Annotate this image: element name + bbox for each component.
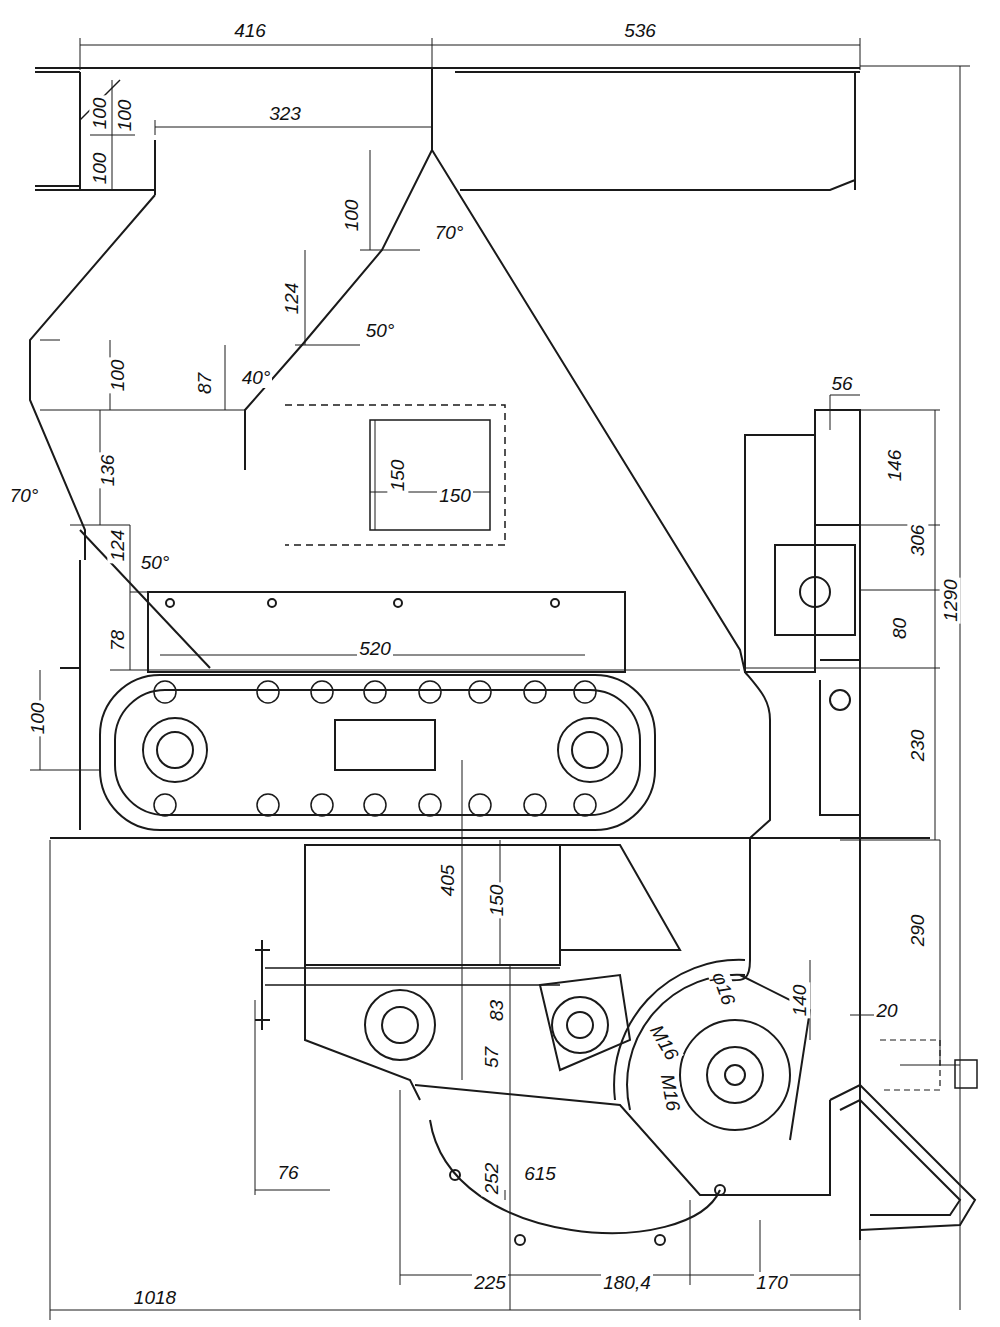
dimension-label: 100 (89, 150, 110, 186)
dimension-label: 405 (437, 862, 458, 898)
dimension-label: 56 (829, 373, 854, 394)
dimension-label: 615 (522, 1163, 558, 1184)
dimension-label: 140 (789, 982, 810, 1018)
dimension-label: 80 (889, 615, 910, 640)
dimension-label: 70° (433, 222, 466, 243)
dimension-label: 50° (364, 320, 397, 341)
dimension-label: M16 (645, 1019, 684, 1065)
dimension-label: 124 (281, 280, 302, 316)
dimension-label: 306 (907, 522, 928, 558)
dimension-label: 290 (907, 912, 928, 948)
dimension-label: 124 (107, 527, 128, 563)
dimension-label: 1018 (132, 1287, 178, 1308)
dimension-label: 20 (874, 1000, 899, 1021)
dimension-label: 416 (232, 20, 268, 41)
dimension-label: 252 (481, 1160, 502, 1196)
dimension-label: 70° (8, 485, 41, 506)
dimension-label: 520 (357, 638, 393, 659)
dimension-label: 150 (437, 485, 473, 506)
dimension-label: 83 (486, 997, 507, 1022)
dimension-label: 136 (97, 452, 118, 488)
dimension-label: 146 (884, 447, 905, 483)
dimension-label: φ16 (708, 967, 741, 1009)
dimension-label: 180,4 (601, 1272, 653, 1293)
dimension-label: 536 (622, 20, 658, 41)
dimension-label: 323 (267, 103, 303, 124)
dimension-label: 100 (27, 700, 48, 736)
dimension-label: 57 (481, 1044, 502, 1069)
dimension-label: 78 (107, 627, 128, 652)
dimension-label: 100 (114, 97, 135, 133)
dimension-label: 1290 (940, 577, 961, 623)
dimension-label: 87 (194, 370, 215, 395)
dimension-label: 150 (486, 882, 507, 918)
dimension-label: 230 (907, 727, 928, 763)
dimension-label: 40° (240, 367, 273, 388)
dimension-label: 170 (754, 1272, 790, 1293)
dimension-label: 150 (387, 457, 408, 493)
dimension-label: 50° (139, 552, 172, 573)
dimension-label: 100 (107, 357, 128, 393)
dimension-label: 225 (472, 1272, 508, 1293)
dimension-label: 100 (341, 197, 362, 233)
dimension-label: 100 (89, 95, 110, 131)
dimension-label: 76 (275, 1162, 300, 1183)
